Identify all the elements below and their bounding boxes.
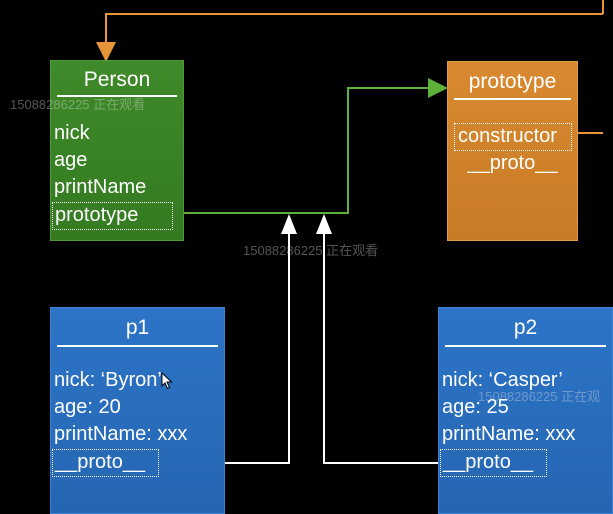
p1-field-nick: nick: ‘Byron’ [54,369,162,391]
person-field-age: age [54,149,88,171]
p2-proto-arrow [316,214,438,464]
p1-title-divider [57,345,218,347]
watermark-right: 15088286225 正在观 [478,389,601,404]
p1-field-age: age: 20 [54,396,121,418]
p2-title: p2 [513,316,538,339]
watermark-top-left: 15088286225 正在观看 [10,97,146,112]
p2-field-age: age: 25 [442,396,509,418]
p1-title: p1 [125,316,150,339]
person-title-divider [57,95,177,97]
p2-title-divider [445,345,606,347]
person-box: Person nick age printName prototype [50,60,184,241]
p2-field-printname: printName: xxx [442,423,576,445]
mouse-cursor-icon [161,372,173,390]
p2-box: p2 nick: ‘Casper’ age: 25 printName: xxx… [438,307,613,514]
p1-box: p1 nick: ‘Byron’ age: 20 printName: xxx … [50,307,225,514]
p1-field-printname: printName: xxx [54,423,188,445]
prototype-title-divider [454,98,571,100]
p2-field-nick: nick: ‘Casper’ [442,369,563,391]
person-field-printname: printName [54,176,147,198]
prototype-link-arrow [172,78,448,214]
p2-field-proto: __proto__ [440,449,547,477]
prototype-field-constructor: constructor [454,123,572,151]
prototype-field-proto: __proto__ [467,152,558,174]
p1-field-proto: __proto__ [52,449,159,477]
person-field-nick: nick [54,122,90,144]
prototype-box: prototype constructor __proto__ [447,61,578,241]
watermark-center: 15088286225 正在观看 [243,243,379,258]
person-field-prototype: prototype [52,202,173,230]
person-title: Person [83,68,151,91]
prototype-title: prototype [468,70,557,93]
